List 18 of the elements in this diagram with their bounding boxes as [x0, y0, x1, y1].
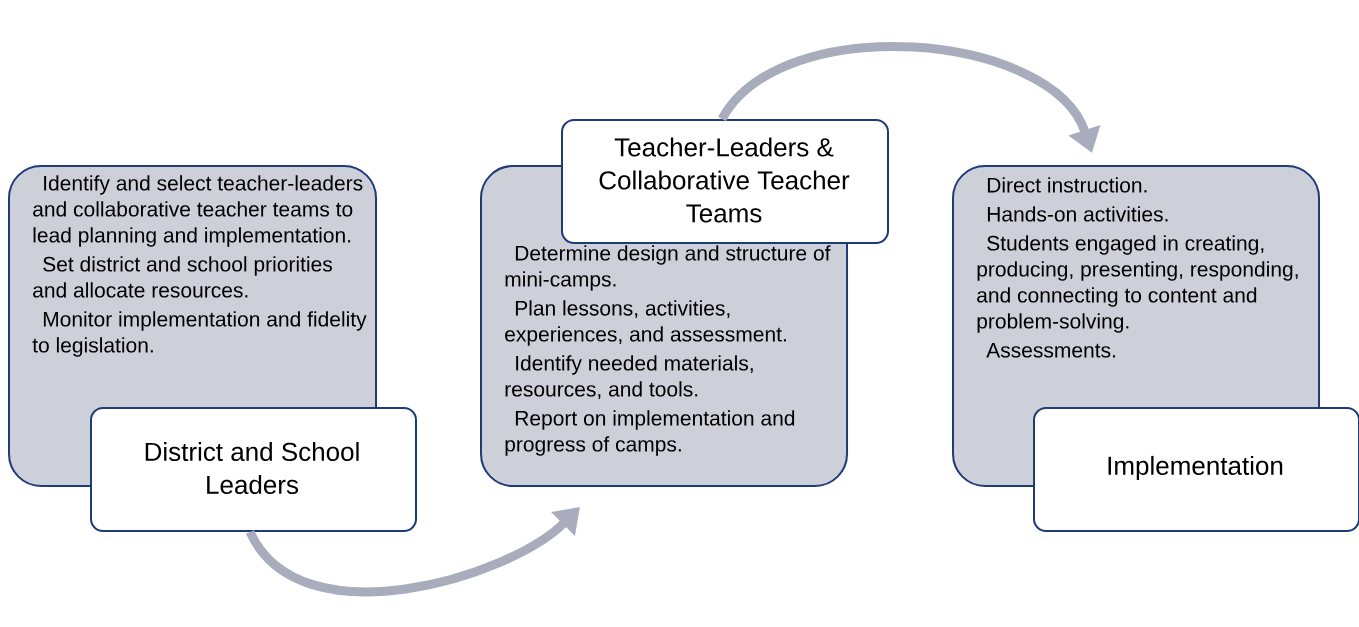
box-title: Teacher-Leaders & Collaborative Teacher Teams	[599, 137, 850, 223]
role-box	[90, 407, 417, 532]
box-title: District and School Leaders	[145, 441, 359, 495]
bullet-text: Direct instruction.	[987, 177, 1147, 193]
curved-arrow	[246, 507, 580, 597]
bullet-text: Students engaged in creating, producing, presenting, responding, and connecting to content and problem-solving.	[977, 235, 1298, 333]
bullet-text: Set district and school priorities and allocate resources.	[33, 256, 332, 298]
bullet-text: Identify needed materials, resources, and tools.	[505, 355, 753, 400]
box-title: Implementation	[1108, 455, 1283, 481]
bullet-text: Determine design and structure of mini-camps.	[505, 245, 831, 291]
bullet-text: Identify and select teacher-leaders and collaborative teacher teams to lead planning and implementation.	[33, 175, 363, 247]
role-box	[1033, 407, 1359, 532]
bullet-text: Report on implementation and progress of camps.	[505, 410, 795, 456]
bullet-text: Hands-on activities.	[987, 206, 1168, 222]
role-box	[561, 119, 889, 244]
bullet-text: Assessments.	[986, 343, 1115, 358]
bullet-text: Monitor implementation and fidelity to legislation.	[32, 311, 367, 357]
bullet-text: Plan lessons, activities, experiences, and assessment.	[505, 300, 786, 346]
